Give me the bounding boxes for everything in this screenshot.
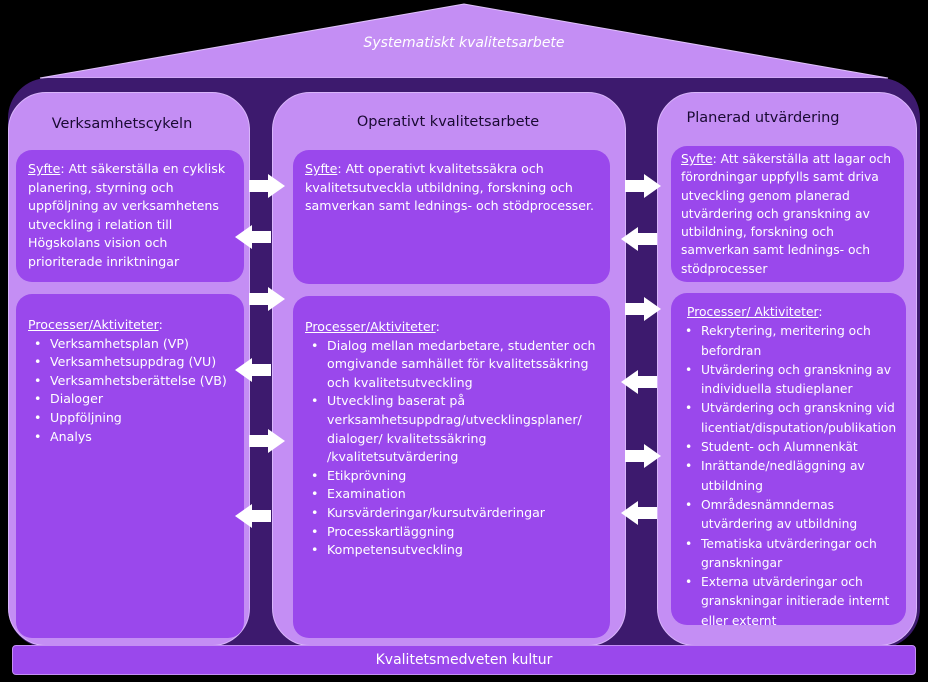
list-item: Student- och Alumnenkät (679, 438, 904, 458)
list-item: Dialoger (28, 390, 234, 409)
left-arrow-icon (621, 227, 657, 251)
processes-colon: : (158, 317, 163, 332)
processes-box-verksamhetscykeln: Processer/Aktiviteter: Verksamhetsplan (… (16, 294, 244, 638)
purpose-label: Syfte (305, 161, 338, 176)
list-item: Tematiska utvärderingar och granskningar (679, 535, 904, 574)
list-item: Externa utvärderingar och granskningar i… (679, 573, 904, 631)
processes-box-planerad-utvardering: Processer/ Aktiviteter: Rekrytering, mer… (671, 293, 906, 628)
list-item: Verksamhetsberättelse (VB) (28, 372, 234, 391)
list-item: Examination (305, 485, 600, 504)
left-arrow-icon (235, 358, 271, 382)
list-item: Analys (28, 428, 234, 447)
base-title: Kvalitetsmedveten kultur (375, 652, 553, 668)
processes-colon: : (435, 319, 440, 334)
purpose-text: : Att säkerställa en cyklisk planering, … (28, 161, 226, 269)
purpose-box-verksamhetscykeln: Syfte: Att säkerställa en cyklisk planer… (16, 150, 244, 282)
roof-title: Systematiskt kvalitetsarbete (363, 35, 565, 51)
processes-title: Processer/Aktiviteter (305, 319, 436, 334)
right-arrow-icon (625, 174, 661, 198)
pillar-title-verksamhetscykeln: Verksamhetscykeln (51, 116, 193, 132)
list-item: Processkartläggning (305, 523, 600, 542)
purpose-text: : Att operativt kvalitetssäkra och kvali… (305, 161, 594, 214)
right-arrow-icon (249, 287, 285, 311)
processes-heading: Processer/ Aktiviteter: (679, 303, 904, 322)
list-item: Utveckling baserat på verksamhetsuppdrag… (305, 392, 600, 466)
left-arrow-icon (621, 370, 657, 394)
processes-title: Processer/ Aktiviteter (687, 305, 819, 319)
left-arrow-icon (235, 225, 271, 249)
purpose-text: : Att säkerställa att lagar och förordni… (681, 152, 892, 276)
processes-colon: : (818, 305, 823, 319)
pillar-title-planerad-utvardering: Planerad utvärdering (686, 110, 840, 126)
list-item: Dialog mellan medarbetare, studenter och… (305, 337, 600, 393)
processes-list: Verksamhetsplan (VP) Verksamhetsuppdrag … (28, 335, 234, 447)
purpose-box-planerad-utvardering: Syfte: Att säkerställa att lagar och för… (671, 146, 904, 282)
purpose-label: Syfte (681, 152, 713, 166)
right-arrow-icon (625, 444, 661, 468)
list-item: Etikprövning (305, 467, 600, 486)
list-item: Rekrytering, meritering och befordran (679, 322, 904, 361)
pillar-title-operativt-kvalitetsarbete: Operativt kvalitetsarbete (356, 114, 540, 130)
list-item: Utvärdering och granskning av individuel… (679, 361, 904, 400)
left-arrow-icon (621, 501, 657, 525)
left-arrow-icon (235, 504, 271, 528)
list-item: Utvärdering och granskning vid licentiat… (679, 399, 904, 438)
purpose-label: Syfte (28, 161, 61, 176)
processes-list: Rekrytering, meritering och befordran Ut… (679, 322, 904, 631)
processes-heading: Processer/Aktiviteter: (305, 318, 600, 337)
list-item: Verksamhetsplan (VP) (28, 335, 234, 354)
list-item: Områdesnämndernas utvärdering av utbildn… (679, 496, 904, 535)
right-arrow-icon (249, 174, 285, 198)
processes-heading: Processer/Aktiviteter: (28, 316, 234, 335)
list-item: Kursvärderingar/kursutvärderingar (305, 504, 600, 523)
list-item: Inrättande/nedläggning av utbildning (679, 457, 904, 496)
list-item: Verksamhetsuppdrag (VU) (28, 353, 234, 372)
list-item: Uppföljning (28, 409, 234, 428)
list-item: Kompetensutveckling (305, 541, 600, 560)
purpose-box-operativt-kvalitetsarbete: Syfte: Att operativt kvalitetssäkra och … (293, 150, 610, 284)
base-foundation: Kvalitetsmedveten kultur (12, 645, 916, 675)
right-arrow-icon (249, 429, 285, 453)
processes-box-operativt-kvalitetsarbete: Processer/Aktiviteter: Dialog mellan med… (293, 296, 610, 638)
processes-list: Dialog mellan medarbetare, studenter och… (305, 337, 600, 560)
right-arrow-icon (625, 297, 661, 321)
processes-title: Processer/Aktiviteter (28, 317, 159, 332)
